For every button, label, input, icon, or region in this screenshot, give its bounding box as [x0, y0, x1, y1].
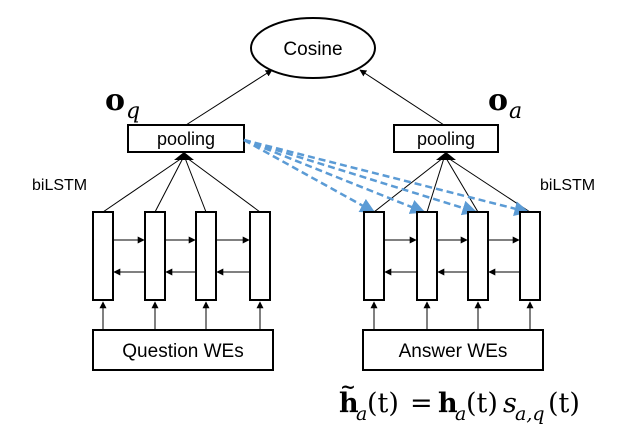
attention-edges	[243, 138, 530, 216]
question-lstm-cell	[195, 211, 217, 301]
formula-equals: =	[410, 388, 433, 419]
question-lstm-cell	[92, 211, 114, 301]
question-lstm-recurrence	[113, 236, 250, 276]
answer-lstm-cell	[416, 211, 438, 301]
formula-s-sub: a,q	[515, 403, 545, 425]
pooling-q-label: pooling	[157, 129, 215, 149]
answer-lstm-cell	[519, 211, 541, 301]
cosine-label: Cosine	[283, 39, 342, 60]
answer-lstm-cell	[363, 211, 385, 301]
formula-s-arg: (t)	[548, 388, 580, 419]
question-we-to-cell-edges	[99, 301, 264, 329]
answer-wes-label: Answer WEs	[399, 341, 508, 362]
formula-h-base: h	[438, 388, 458, 419]
question-lstm-cell	[249, 211, 271, 301]
cosine-node: Cosine	[250, 17, 376, 79]
formula-h-tilde-sub: a	[356, 403, 367, 425]
question-cell-to-pooling-edges	[102, 157, 261, 213]
formula-h-tilde-arg: (t)	[367, 388, 399, 419]
o-a-label: o a	[488, 83, 522, 124]
o-a-base: o	[488, 83, 508, 118]
formula-h-tilde-base: h	[339, 388, 359, 419]
answer-wes-node: Answer WEs	[362, 329, 544, 371]
o-q-sub: q	[126, 99, 140, 124]
question-wes-node: Question WEs	[92, 329, 274, 371]
formula-h-arg: (t)	[466, 388, 498, 419]
o-q-base: o	[105, 83, 125, 118]
formula-tilde: ~	[340, 376, 356, 398]
question-lstm-cell	[144, 211, 166, 301]
formula-h-sub: a	[455, 403, 466, 425]
answer-we-to-cell-edges	[370, 301, 534, 329]
question-lstm-cells	[92, 211, 271, 301]
pooling-a-label: pooling	[417, 129, 475, 149]
pooling-q-arrowhead	[174, 152, 194, 160]
attention-formula: h ~ a (t) = h a (t) s a,q (t)	[339, 376, 580, 425]
answer-lstm-cells	[363, 211, 541, 301]
pooling-a-arrowhead	[436, 152, 456, 160]
bilstm-a-label: biLSTM	[540, 177, 595, 194]
o-q-label: o q	[105, 83, 140, 124]
edge-pooling-q-to-cosine	[185, 69, 273, 126]
question-wes-label: Question WEs	[122, 341, 243, 362]
formula-s-base: s	[503, 388, 517, 419]
edge-pooling-a-to-cosine	[359, 69, 445, 126]
o-a-sub: a	[509, 99, 522, 124]
answer-lstm-recurrence	[384, 236, 520, 276]
bilstm-q-label: biLSTM	[32, 177, 87, 194]
pooling-a-node: pooling	[393, 124, 499, 153]
answer-cell-to-pooling-edges	[373, 157, 531, 213]
answer-lstm-cell	[467, 211, 489, 301]
pooling-q-node: pooling	[127, 124, 245, 153]
